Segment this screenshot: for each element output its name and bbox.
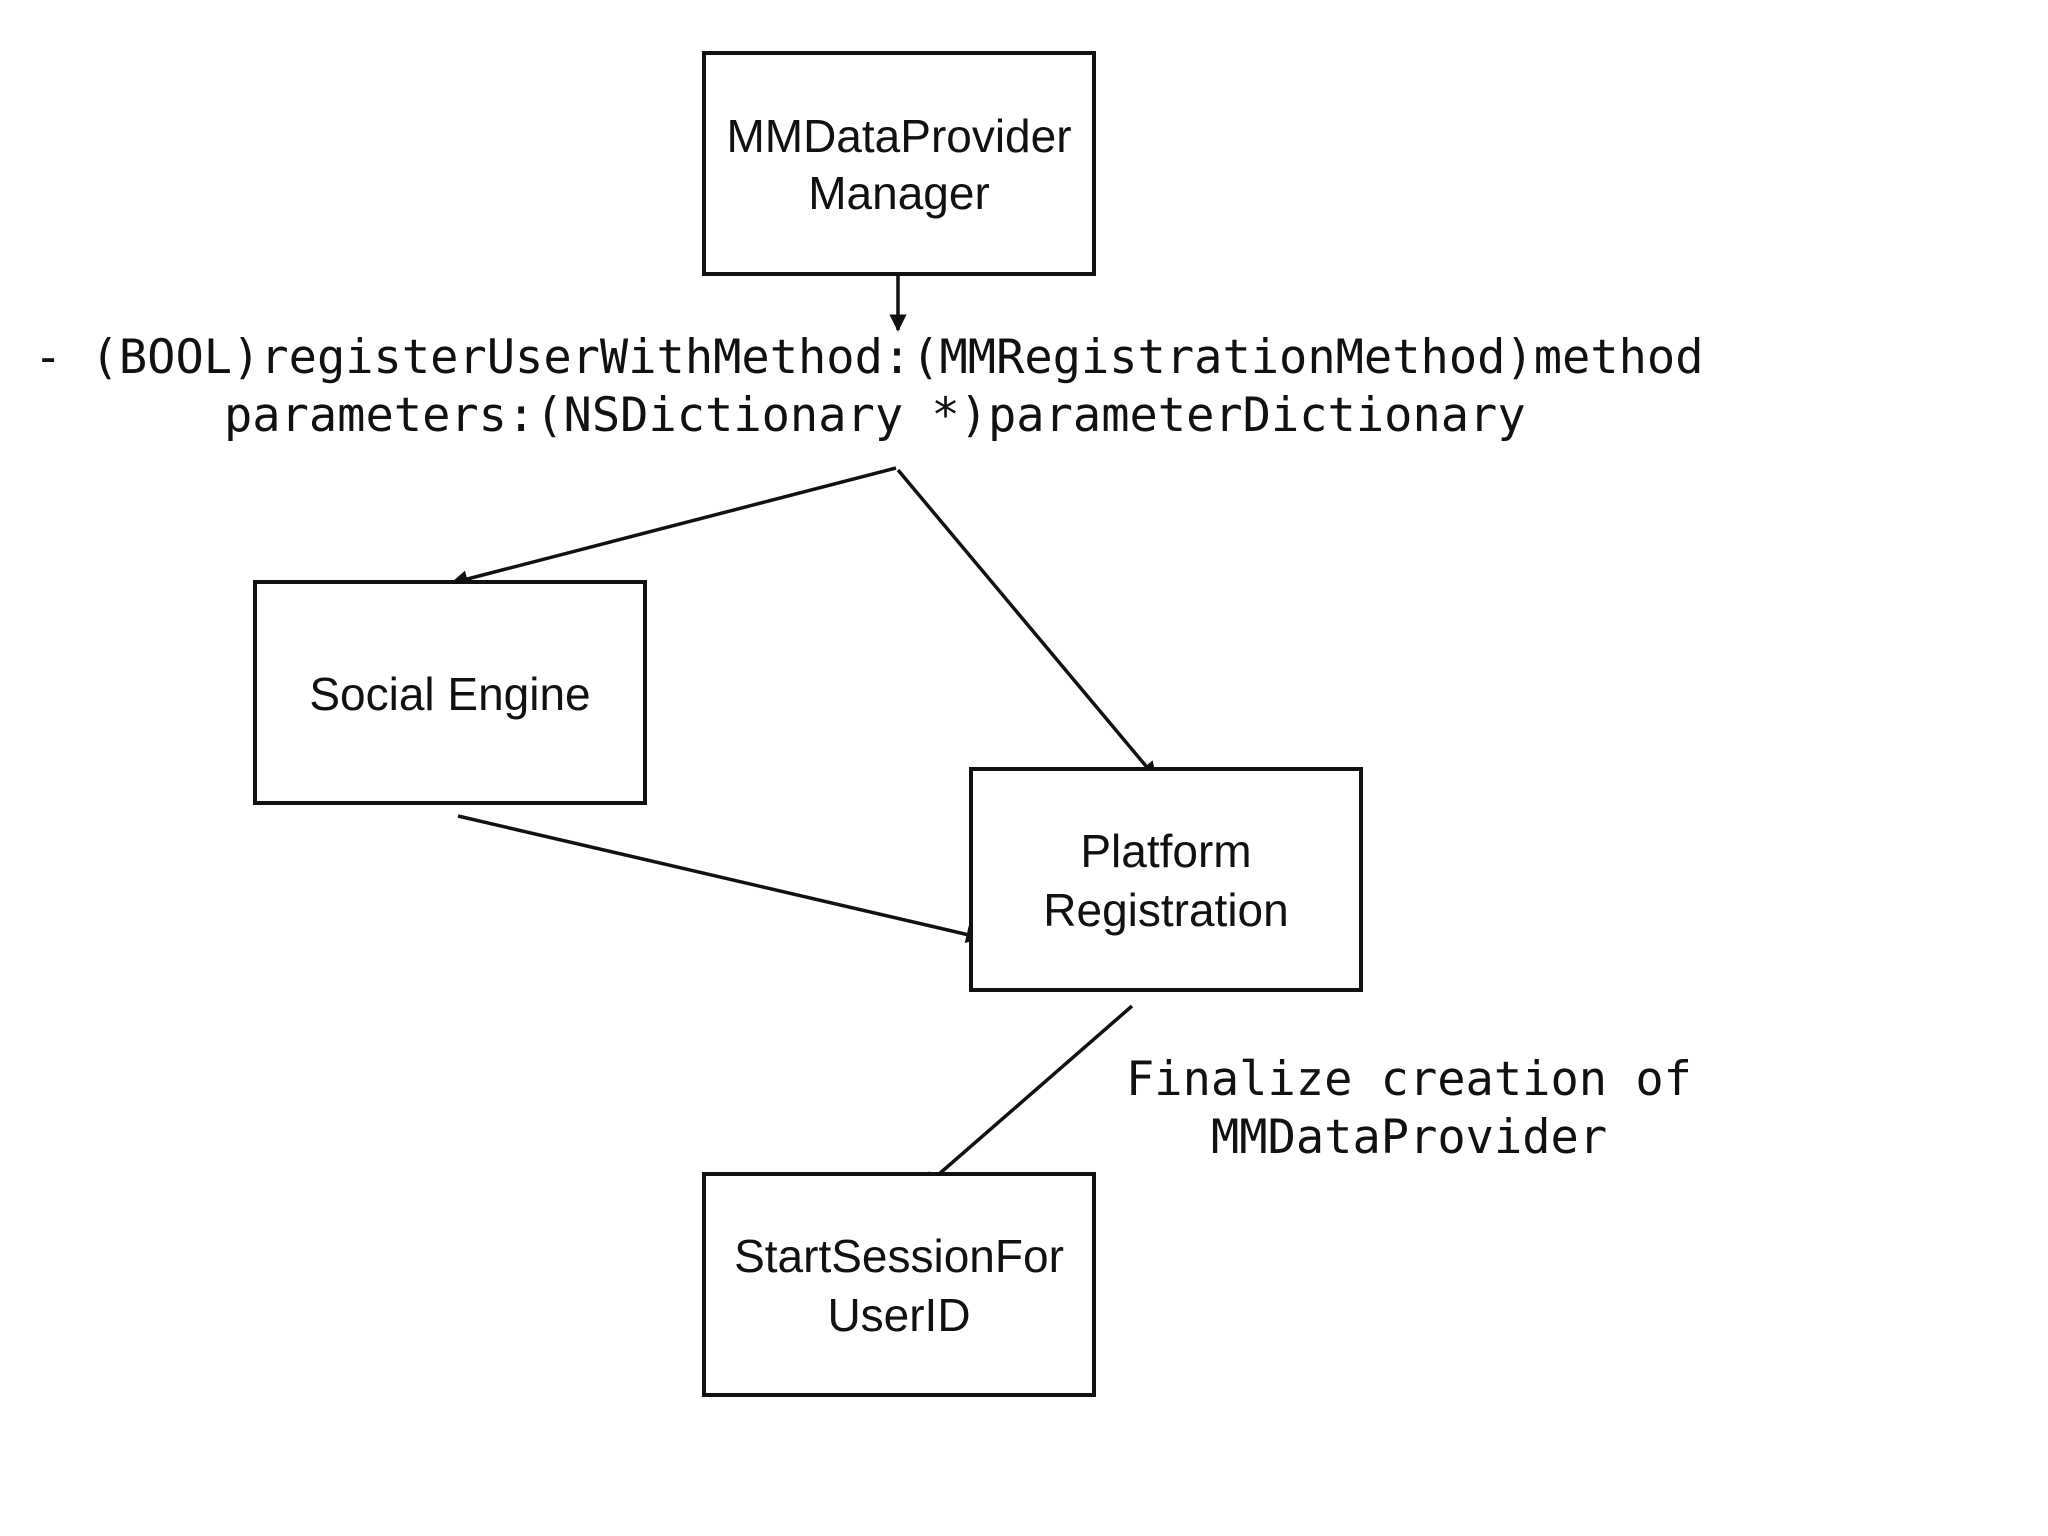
edge-platform-registration-to-start-session [921,1004,1134,1190]
node-label-line1: MMDataProvider [726,110,1071,162]
node-label-line2: UserID [827,1289,970,1341]
edge-social-engine-to-platform-registration [457,814,984,943]
node-mmdataprovider-manager: MMDataProvider Manager [702,51,1096,276]
node-box [253,580,647,805]
node-box [969,767,1363,992]
finalize-annotation: Finalize creation of MMDataProvider [1126,1052,1692,1165]
method-signature: - (BOOL)registerUserWithMethod:(MMRegist… [34,330,1704,443]
finalize-annotation-line1: Finalize creation of [1126,1052,1692,1107]
node-social-engine: Social Engine [253,580,647,805]
node-start-session-for-userid: StartSessionFor UserID [702,1172,1096,1397]
node-box [702,1172,1096,1397]
edge-method-to-platform-registration [896,468,1158,780]
method-signature-line2: parameters:(NSDictionary *)parameterDict… [224,388,1526,443]
node-label-line2: Registration [1043,884,1288,936]
node-label-line2: Manager [808,167,990,219]
node-platform-registration: Platform Registration [969,767,1363,992]
node-label-line1: StartSessionFor [734,1230,1064,1282]
edges [450,240,1158,1190]
method-signature-line1: - (BOOL)registerUserWithMethod:(MMRegist… [34,330,1704,385]
finalize-annotation-line2: MMDataProvider [1211,1110,1607,1165]
node-label-line1: Platform [1080,825,1251,877]
edge-method-to-social-engine [450,466,897,588]
node-label-line1: Social Engine [309,668,590,720]
node-box [702,51,1096,276]
